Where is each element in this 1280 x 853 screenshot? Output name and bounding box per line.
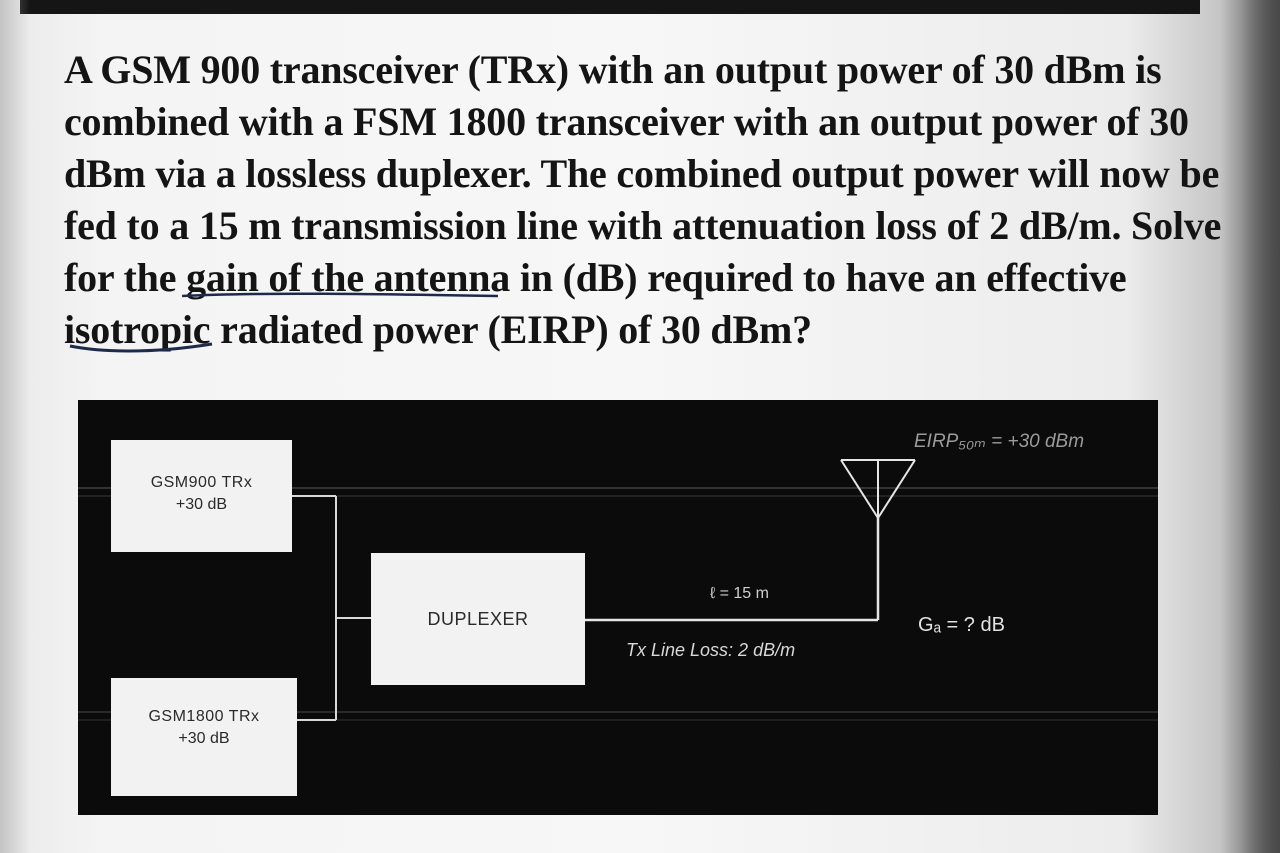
question-line-5: for the gain of the antenna in (dB) requ…: [64, 255, 1127, 300]
question-line-6: isotropic radiated power (EIRP) of 30 dB…: [64, 307, 812, 352]
question-line-3: dBm via a lossless duplexer. The combine…: [64, 151, 1220, 196]
duplexer-box: DUPLEXER: [371, 553, 585, 685]
antenna-icon: [840, 459, 916, 519]
top-dark-edge: [20, 0, 1200, 14]
gsm900-power: +30 dB: [175, 496, 228, 513]
question-text: A GSM 900 transceiver (TRx) with an outp…: [64, 44, 1224, 356]
gsm1800-power: +30 dB: [178, 730, 230, 747]
antenna-gain-label: Gₐ = ? dB: [918, 614, 1005, 636]
question-line-4: fed to a 15 m transmission line with att…: [64, 203, 1222, 248]
duplexer-label: DUPLEXER: [427, 609, 529, 629]
pen-underline-marks: [69, 292, 499, 353]
page-shadow-right: [1220, 0, 1280, 853]
gsm1800-transceiver-box: GSM1800 TRx +30 dB: [111, 678, 297, 796]
page-shadow-left: [0, 0, 30, 853]
eirp-label: EIRP₅₀ₘ = +30 dBm: [914, 431, 1085, 452]
question-line-1: A GSM 900 transceiver (TRx) with an outp…: [64, 47, 1162, 92]
system-diagram: GSM900 TRx +30 dB GSM1800 TRx +30 dB DUP…: [78, 400, 1158, 815]
line-length-label: ℓ = 15 m: [710, 585, 769, 602]
question-line-2: combined with a FSM 1800 transceiver wit…: [64, 99, 1189, 144]
line-loss-label: Tx Line Loss: 2 dB/m: [626, 640, 796, 660]
gsm1800-label: GSM1800 TRx: [148, 708, 260, 725]
gsm900-label: GSM900 TRx: [150, 474, 253, 491]
gsm900-transceiver-box: GSM900 TRx +30 dB: [111, 440, 292, 552]
